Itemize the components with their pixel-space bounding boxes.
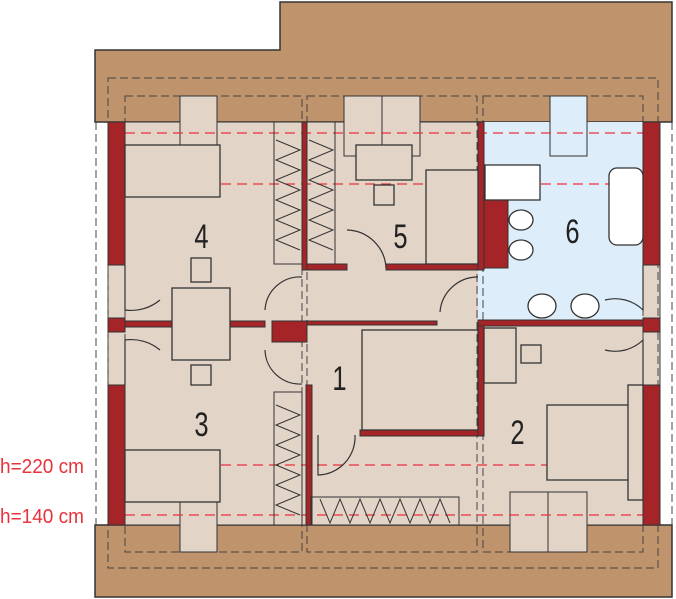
room-number-3: 3: [194, 407, 208, 444]
bathroom-fixtures: [484, 164, 644, 319]
furniture: [124, 144, 644, 503]
room-number-1: 1: [332, 361, 346, 398]
wardrobes: [273, 121, 460, 526]
room-number-5: 5: [393, 219, 407, 256]
room-number-2: 2: [510, 415, 524, 452]
room-number-6: 6: [565, 214, 579, 251]
height-label-220: h=220 cm: [0, 456, 84, 478]
height-label-140: h=140 cm: [0, 506, 84, 528]
room-number-4: 4: [194, 219, 208, 256]
door-swings: [124, 229, 644, 476]
